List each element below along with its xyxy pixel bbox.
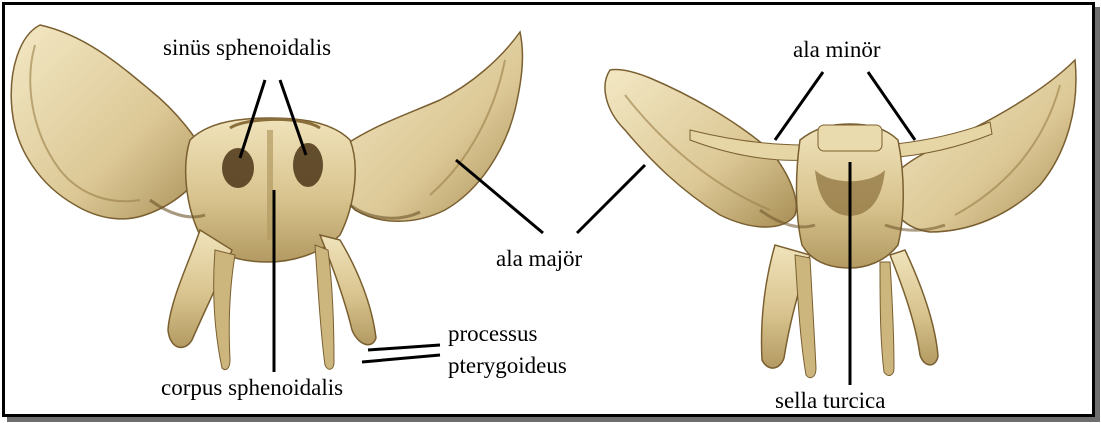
label-corpus-sphenoidalis: corpus sphenoidalis <box>161 376 343 399</box>
label-processus: processus <box>448 322 537 345</box>
label-sinus-sphenoidalis: sinüs sphenoidalis <box>163 36 331 59</box>
sphenoid-posterior-view <box>605 60 1076 378</box>
sphenoid-anterior-view <box>11 25 522 370</box>
right-bone-right-pterygoid <box>890 250 938 365</box>
label-ala-major: ala majör <box>496 247 582 270</box>
label-sella-turcica: sella turcica <box>775 389 885 412</box>
leader-ala-major-left <box>456 160 543 233</box>
label-pterygoideus: pterygoideus <box>448 354 567 377</box>
right-sinus-opening <box>293 143 323 187</box>
left-sinus-opening <box>222 148 254 188</box>
label-ala-minor: ala minör <box>793 38 881 61</box>
leader-processus-upper <box>368 345 440 350</box>
leader-ala-major-right <box>577 165 645 233</box>
leader-processus-lower <box>362 355 440 362</box>
